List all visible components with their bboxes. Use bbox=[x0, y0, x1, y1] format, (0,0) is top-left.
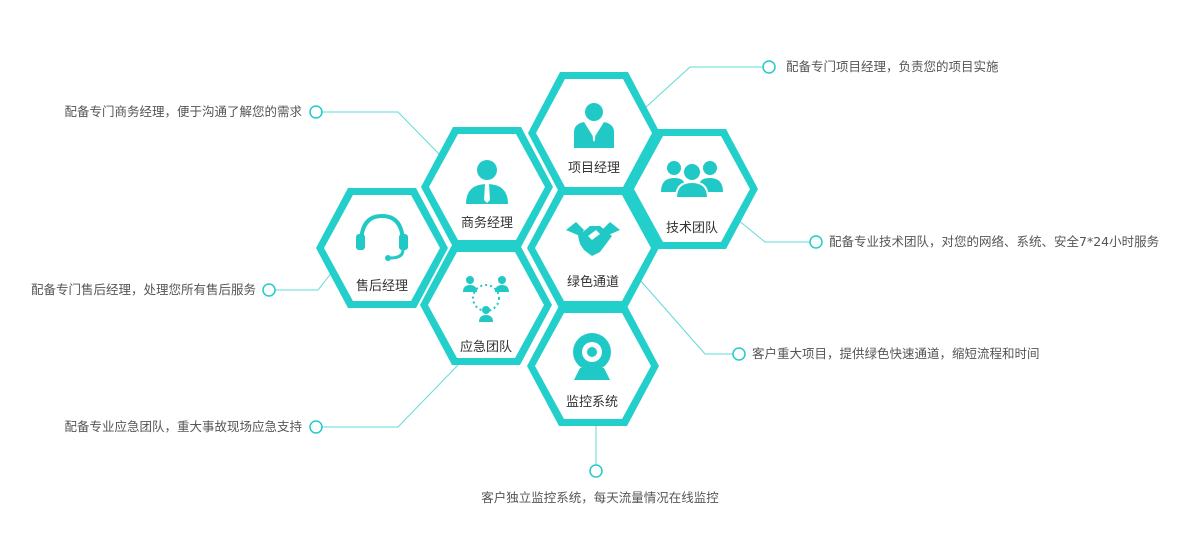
handshake-icon bbox=[566, 222, 620, 256]
manager-icon bbox=[574, 103, 614, 148]
dot-shouhou bbox=[262, 283, 276, 297]
desc-lvse: 客户重大项目，提供绿色快速通道，缩短流程和时间 bbox=[752, 346, 1040, 361]
hexagon-jiankong: 监控系统 bbox=[527, 306, 659, 426]
hex-label-shouhou: 售后经理 bbox=[356, 278, 408, 294]
hexagon-xiangmu: 项目经理 bbox=[528, 72, 660, 194]
desc-shouhou: 配备专门售后经理，处理您所有售后服务 bbox=[31, 282, 256, 297]
hex-label-lvse: 绿色通道 bbox=[567, 274, 619, 290]
hex-label-yingji: 应急团队 bbox=[460, 339, 512, 355]
dot-jishu bbox=[809, 235, 823, 249]
hexagon-shouhou: 售后经理 bbox=[316, 188, 448, 308]
desc-xiangmu: 配备专门项目经理，负责您的项目实施 bbox=[786, 59, 999, 74]
headset-icon bbox=[356, 213, 408, 261]
desc-jishu: 配备专业技术团队，对您的网络、系统、安全7*24小时服务 bbox=[829, 234, 1159, 249]
dot-shangwu bbox=[309, 105, 323, 119]
network-people-icon bbox=[463, 276, 509, 322]
hexagon-jishu: 技术团队 bbox=[626, 129, 758, 249]
connector-yingji bbox=[322, 364, 459, 428]
desc-yingji: 配备专业应急团队，重大事故现场应急支持 bbox=[64, 419, 302, 434]
connector-jishu bbox=[731, 214, 810, 243]
desc-shangwu: 配备专门商务经理，便于沟通了解您的需求 bbox=[64, 104, 302, 119]
desc-jiankong: 客户独立监控系统，每天流量情况在线监控 bbox=[481, 490, 719, 505]
dot-yingji bbox=[309, 420, 323, 434]
hex-label-xiangmu: 项目经理 bbox=[568, 161, 620, 176]
dot-lvse bbox=[732, 347, 746, 361]
dot-xiangmu bbox=[762, 60, 776, 74]
connector-lvse bbox=[639, 279, 733, 355]
hexagon-yingji: 应急团队 bbox=[420, 245, 552, 365]
business-person-icon bbox=[466, 160, 508, 204]
hex-label-shangwu: 商务经理 bbox=[461, 215, 513, 231]
connector-dots bbox=[262, 60, 823, 478]
connector-xiangmu bbox=[644, 66, 763, 109]
team-group-icon bbox=[661, 161, 723, 199]
webcam-icon bbox=[573, 333, 611, 380]
connector-lines bbox=[275, 66, 810, 465]
dot-jiankong bbox=[589, 464, 603, 478]
hexagon-lvse: 绿色通道 bbox=[527, 188, 659, 308]
hex-label-jishu: 技术团队 bbox=[666, 221, 718, 236]
connector-shangwu bbox=[322, 111, 441, 156]
descriptions: 配备专门项目经理，负责您的项目实施 配备专门商务经理，便于沟通了解您的需求 配备… bbox=[31, 59, 1159, 505]
hex-label-jiankong: 监控系统 bbox=[566, 395, 618, 410]
hexagon-shangwu: 商务经理 bbox=[421, 127, 553, 247]
